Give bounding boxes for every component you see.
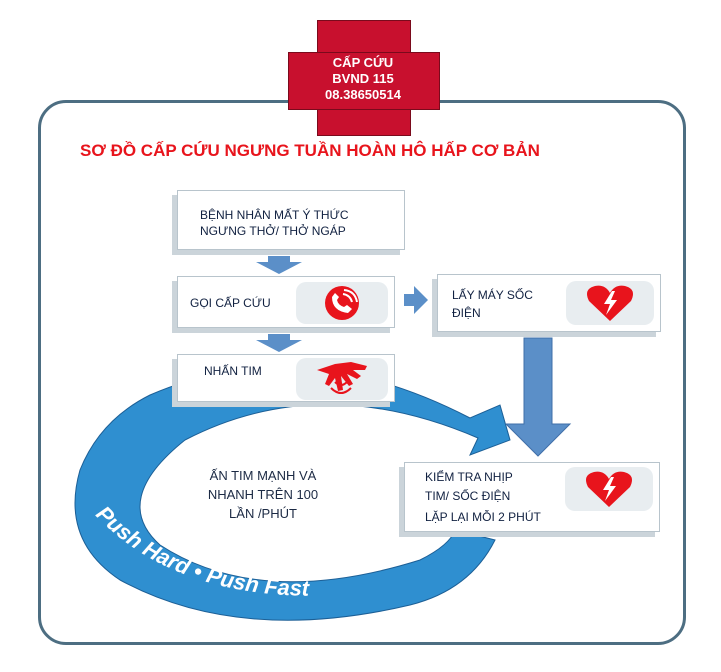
arrow-down-long — [504, 337, 572, 457]
step-unconscious-line1: BỆNH NHÂN MẤT Ý THỨC — [200, 208, 349, 222]
compression-line1: ẤN TIM MẠNH VÀ — [209, 468, 317, 483]
step-check: KIỂM TRA NHỊP TIM/ SỐC ĐIỆN LẶP LẠI MỖI … — [404, 462, 660, 532]
compression-instruction: ẤN TIM MẠNH VÀ NHANH TRÊN 100 LẦN /PHÚT — [178, 466, 348, 523]
cpr-ring — [74, 366, 511, 621]
heart-lightning-icon — [566, 281, 654, 325]
compression-line3: LẦN /PHÚT — [229, 506, 297, 521]
step-unconscious-line2: NGƯNG THỞ/ THỞ NGÁP — [200, 224, 346, 238]
red-cross-horizontal — [288, 52, 440, 110]
step-call: GỌI CẤP CỨU — [177, 276, 395, 328]
arrow-down-1 — [256, 256, 302, 274]
step-defibrillator-line1: LẤY MÁY SỐC — [452, 288, 533, 302]
step-unconscious: BỆNH NHÂN MẤT Ý THỨC NGƯNG THỞ/ THỞ NGÁP — [177, 190, 405, 250]
phone-icon — [296, 282, 388, 324]
diagram-title: SƠ ĐỒ CẤP CỨU NGƯNG TUẦN HOÀN HÔ HẤP CƠ … — [80, 141, 540, 160]
emergency-label: CẤP CỨU — [332, 55, 394, 70]
cpr-hands-icon — [296, 358, 388, 400]
step-call-label: GỌI CẤP CỨU — [190, 296, 271, 310]
hospital-name: BVND 115 — [332, 71, 394, 86]
emergency-contact: CẤP CỨU BVND 115 08.38650514 — [288, 55, 438, 103]
step-compression-label: NHẤN TIM — [204, 364, 262, 378]
arrow-down-2 — [256, 334, 302, 352]
step-check-line1: KIỂM TRA NHỊP — [425, 470, 513, 484]
hotline-number: 08.38650514 — [325, 87, 401, 102]
step-defibrillator-line2: ĐIỆN — [452, 306, 481, 320]
step-check-line3: LẶP LẠI MỖI 2 PHÚT — [425, 510, 541, 524]
arrow-right — [404, 286, 428, 314]
compression-line2: NHANH TRÊN 100 — [207, 487, 319, 502]
step-compression: NHẤN TIM — [177, 354, 395, 402]
step-defibrillator: LẤY MÁY SỐC ĐIỆN — [437, 274, 661, 332]
heart-lightning-icon — [565, 467, 653, 511]
step-check-line2: TIM/ SỐC ĐIỆN — [425, 489, 511, 503]
